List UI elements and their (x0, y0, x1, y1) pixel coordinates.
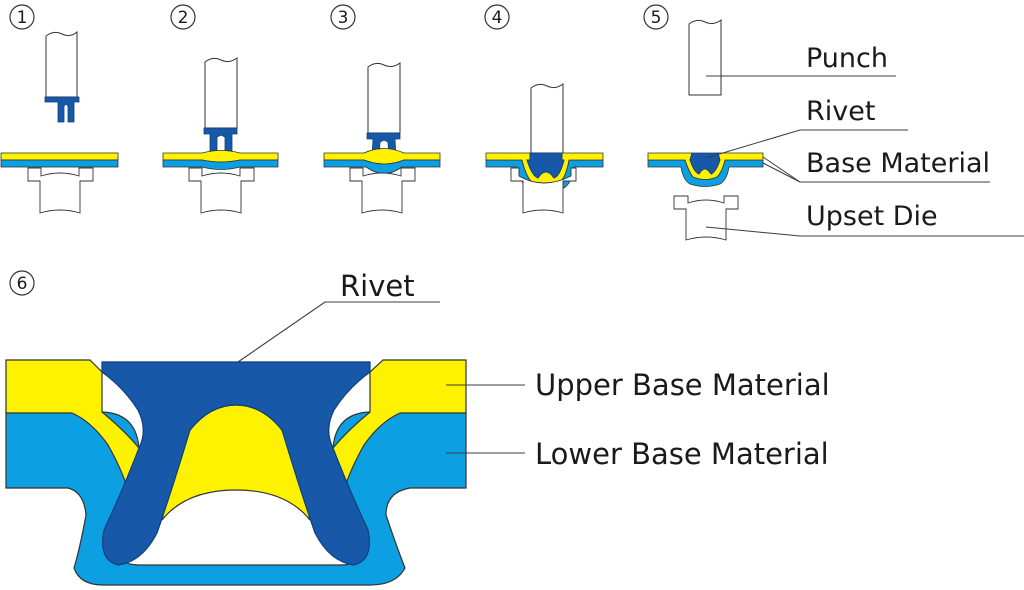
punch (45, 30, 78, 98)
punch (688, 19, 722, 96)
rivet (44, 96, 80, 123)
punch-label: Punch (806, 43, 888, 74)
base-material-leader-lower (762, 162, 801, 183)
rivet (101, 361, 371, 566)
step-4-number: 4 (484, 4, 510, 30)
step-6-number: 6 (9, 270, 35, 296)
upset-die-label: Upset Die (806, 201, 938, 232)
upset-die (349, 167, 416, 214)
detail-lower-base-label: Lower Base Material (535, 437, 829, 471)
base-material-label: Base Material (806, 148, 990, 179)
punch (530, 83, 564, 154)
svg-text:6: 6 (17, 274, 28, 294)
upset-die (673, 195, 739, 241)
punch (367, 62, 401, 134)
punch (204, 57, 238, 129)
detail-rivet-leader (237, 301, 440, 363)
step-1-number: 1 (9, 4, 35, 30)
lower-base-material (323, 159, 441, 174)
upset-die (188, 167, 255, 214)
detail-upper-base-label: Upper Base Material (535, 368, 830, 402)
step-2-number: 2 (170, 4, 196, 30)
step-5: Punch Rivet Base Material Upset Die (647, 19, 1024, 241)
step-2 (162, 57, 279, 214)
step-5-number: 5 (643, 4, 669, 30)
rivet-leader (705, 129, 908, 159)
svg-text:1: 1 (17, 8, 28, 28)
lower-base-material (162, 159, 279, 170)
svg-text:5: 5 (651, 8, 662, 28)
detail-rivet-label: Rivet (340, 269, 415, 303)
svg-text:4: 4 (492, 8, 503, 28)
svg-text:3: 3 (338, 8, 349, 28)
rivet (526, 152, 565, 179)
rivet (689, 152, 721, 175)
step-4 (485, 83, 604, 214)
svg-text:2: 2 (178, 8, 189, 28)
upset-die (27, 167, 94, 214)
upset-die (510, 167, 577, 214)
lower-base-material (0, 159, 119, 168)
rivet-label: Rivet (806, 96, 875, 127)
step-1 (0, 30, 119, 214)
rivet (203, 127, 238, 153)
step-3-number: 3 (330, 4, 356, 30)
step-3 (323, 62, 441, 214)
upper-base-material (0, 152, 119, 161)
step-6-detail: Rivet Upper Base Material Lower Base Mat… (5, 269, 830, 586)
upset-die-leader (705, 226, 1024, 237)
